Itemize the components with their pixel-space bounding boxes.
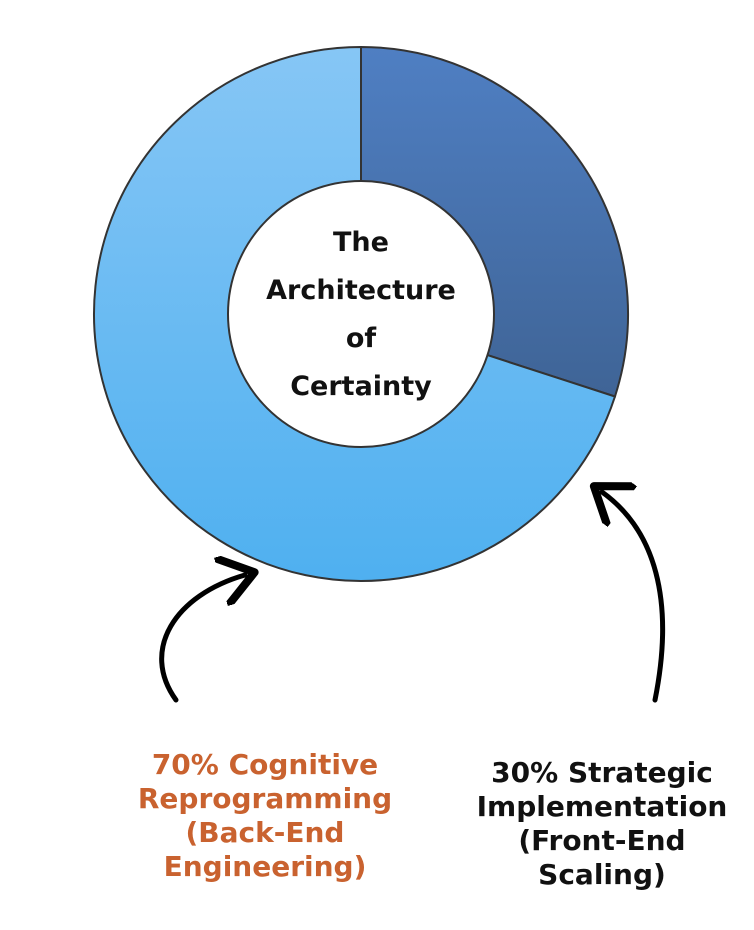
slice-label-line: Reprogramming (137, 782, 393, 815)
slice-label-line: Implementation (476, 790, 728, 823)
slice-label-cognitive-reprogramming: 70% Cognitive Reprogramming (Back-End En… (95, 748, 435, 884)
slice-label-line: 70% Cognitive (151, 748, 379, 781)
slice-label-strategic-implementation: 30% Strategic Implementation (Front-End … (452, 756, 752, 892)
slice-label-line: 30% Strategic (491, 756, 713, 789)
slice-label-line: Scaling) (538, 858, 666, 891)
center-title-line-2: Architecture (266, 275, 456, 306)
arrow-to-light-slice (159, 575, 245, 703)
donut-hole (227, 180, 495, 448)
slice-label-line: (Front-End (518, 824, 686, 857)
center-title-line-1: The (333, 227, 389, 258)
slice-label-line: Engineering) (163, 850, 367, 883)
arrow-to-dark-slice (602, 492, 666, 703)
center-title-line-4: Certainty (290, 371, 432, 402)
slice-label-line: (Back-End (185, 816, 345, 849)
center-title-line-3: of (346, 323, 377, 354)
